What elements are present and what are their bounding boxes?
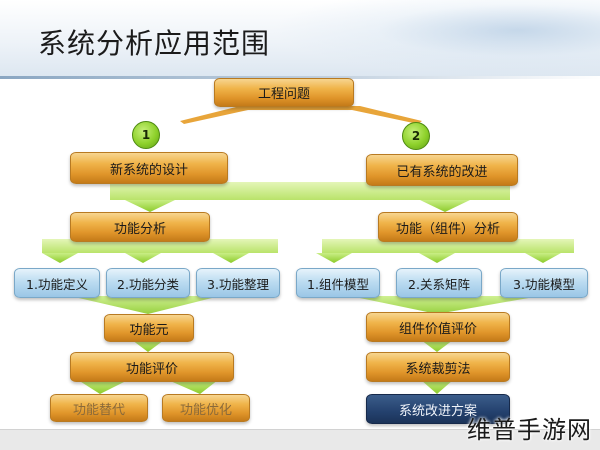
bottom-band	[0, 429, 600, 450]
function-analysis-label: 功能分析	[113, 221, 166, 237]
left-step-1: 1.功能定义	[14, 268, 100, 298]
slide-header: 系统分析应用范围	[0, 0, 600, 76]
left-split-arrow-2	[168, 380, 218, 394]
component-analysis-label: 功能（组件）分析	[395, 221, 500, 237]
right-step-1: 1.组件模型	[296, 268, 380, 298]
right-eval-arrow	[421, 340, 453, 352]
function-replacement-node: 功能替代	[50, 394, 148, 422]
badge-2-label: 2	[411, 129, 421, 143]
system-trimming-node: 系统裁剪法	[366, 352, 510, 382]
left-converge-arrow	[70, 296, 220, 314]
left-step-3-label: 3.功能整理	[207, 276, 269, 292]
left-sub-band	[42, 239, 278, 253]
right-step-2-label: 2.关系矩阵	[408, 276, 470, 292]
right-step-2: 2.关系矩阵	[396, 268, 482, 298]
badge-2: 2	[402, 122, 430, 150]
left-split-arrow-1	[78, 380, 128, 394]
system-improvement-plan-label: 系统改进方案	[398, 403, 477, 419]
left-sub-arrow-1	[42, 253, 78, 263]
left-step-3: 3.功能整理	[196, 268, 280, 298]
existing-system-improvement-label: 已有系统的改进	[396, 164, 488, 180]
component-analysis-node: 功能（组件）分析	[378, 212, 518, 242]
right-trim-arrow	[421, 380, 453, 394]
component-value-evaluation-node: 组件价值评价	[366, 312, 510, 342]
system-trimming-label: 系统裁剪法	[405, 361, 471, 377]
existing-system-improvement-node: 已有系统的改进	[366, 154, 518, 186]
left-element-arrow	[132, 340, 164, 352]
function-analysis-node: 功能分析	[70, 212, 210, 242]
right-sub-arrow-3	[525, 253, 561, 263]
right-step-1-label: 1.组件模型	[307, 276, 369, 292]
right-sub-arrow-2	[419, 253, 455, 263]
top-band-arrow-right	[420, 200, 470, 212]
right-sub-arrow-1	[316, 253, 352, 263]
badge-1: 1	[132, 121, 160, 149]
top-band	[110, 182, 510, 200]
title-divider	[0, 76, 600, 79]
system-improvement-plan-node: 系统改进方案	[366, 394, 510, 424]
component-value-evaluation-label: 组件价值评价	[398, 321, 477, 337]
function-evaluation-node: 功能评价	[70, 352, 234, 382]
function-optimization-node: 功能优化	[162, 394, 250, 422]
function-replacement-label: 功能替代	[72, 402, 125, 418]
function-element-label: 功能元	[129, 322, 169, 338]
header-decoration	[270, 0, 600, 76]
watermark-logo: 维普手游网	[467, 416, 592, 444]
root-node: 工程问题	[214, 78, 354, 107]
left-step-1-label: 1.功能定义	[26, 276, 88, 292]
right-sub-band	[322, 239, 574, 253]
new-system-design-node: 新系统的设计	[70, 152, 228, 184]
right-step-3-label: 3.功能模型	[513, 276, 575, 292]
top-band-arrow-left	[125, 200, 175, 212]
new-system-design-label: 新系统的设计	[109, 162, 188, 178]
right-step-3: 3.功能模型	[500, 268, 588, 298]
function-evaluation-label: 功能评价	[125, 361, 178, 377]
right-converge-arrow	[350, 296, 540, 314]
left-step-2-label: 2.功能分类	[117, 276, 179, 292]
slide-title: 系统分析应用范围	[38, 27, 271, 60]
function-optimization-label: 功能优化	[179, 402, 232, 418]
left-sub-arrow-3	[213, 253, 249, 263]
badge-1-label: 1	[141, 128, 151, 142]
left-step-2: 2.功能分类	[106, 268, 190, 298]
root-node-label: 工程问题	[257, 87, 310, 102]
function-element-node: 功能元	[104, 314, 194, 342]
root-fan	[180, 106, 422, 124]
left-sub-arrow-2	[125, 253, 161, 263]
